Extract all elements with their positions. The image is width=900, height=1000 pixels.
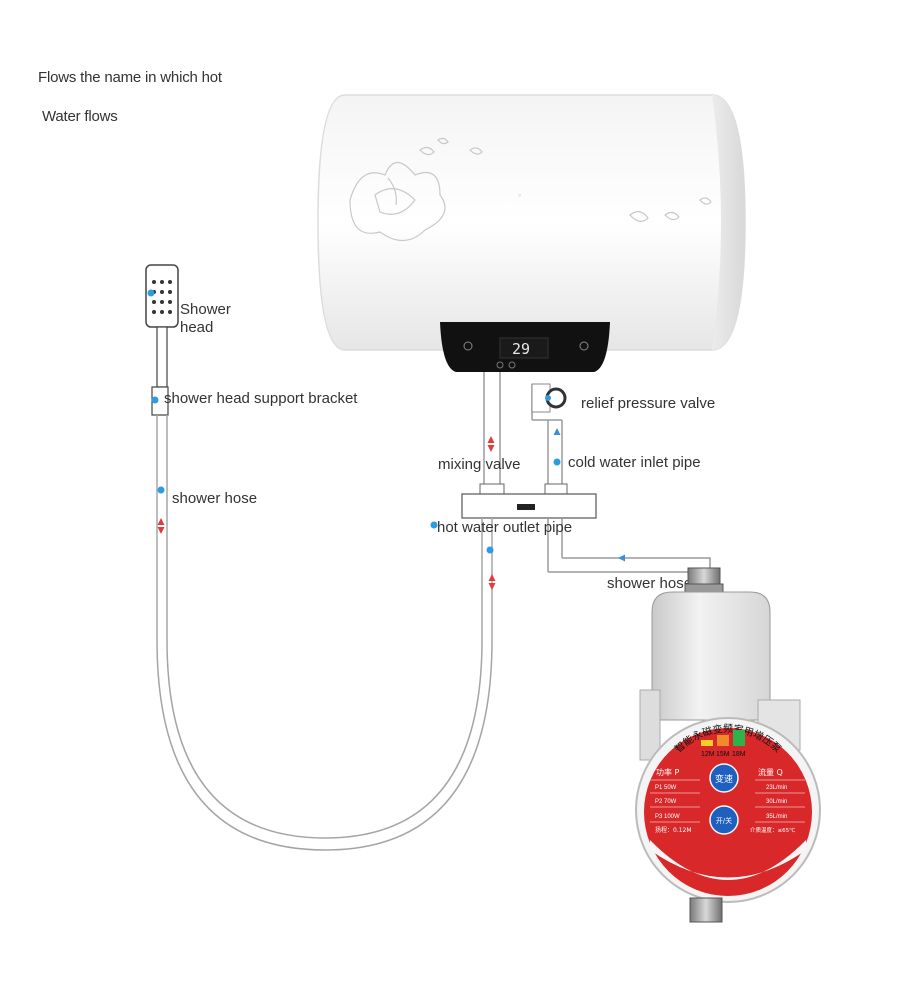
shower-hose-loop [156, 415, 493, 851]
flow-header: 流量 Q [758, 767, 783, 777]
shower-head-label-1: Shower [180, 301, 231, 318]
flower-decoration [349, 137, 712, 242]
speed-label-3: 18M [732, 751, 746, 758]
control-display [499, 337, 549, 359]
flow-row-1: 23L/min [766, 785, 787, 791]
flow-markers [147, 289, 561, 554]
control-button-icon [579, 341, 589, 351]
power-row-2: P2 70W [655, 799, 677, 805]
diagram-title-line-1: Flows the name in which hot [38, 69, 222, 86]
power-row-1: P1 50W [655, 785, 677, 791]
cold-inlet-label: cold water inlet pipe [568, 454, 701, 471]
relief-valve-label: relief pressure valve [581, 395, 715, 412]
mixing-valve-label: mixing valve [438, 456, 521, 473]
display-temperature: 29 [512, 340, 530, 358]
water-heater: ◦ 29 [317, 94, 746, 372]
speed-button[interactable] [709, 763, 739, 793]
shower-hose-label: shower hose [172, 490, 257, 507]
speed-label-1: 12M [701, 751, 715, 758]
speed-label-2: 15M [716, 751, 730, 758]
flow-row-3: 35L/min [766, 814, 787, 820]
control-button-icon [496, 361, 504, 369]
power-button[interactable] [709, 805, 739, 835]
diagram-title-line-2: Water flows [42, 108, 118, 125]
power-button-label: 开/关 [716, 816, 732, 825]
speed-button-label: 变速 [715, 773, 733, 785]
brand-logo-mark: ◦ [518, 190, 521, 200]
flow-row-2: 30L/min [766, 799, 787, 805]
hot-flow-arrows [157, 436, 496, 590]
hot-outlet-label: hot water outlet pipe [437, 519, 572, 536]
shower-bracket-label: shower head support bracket [164, 390, 358, 407]
control-button-icon [463, 341, 473, 351]
cold-flow-arrows [553, 428, 625, 562]
outlet-pipes [547, 518, 711, 573]
booster-pump: 智能永磁变频家用增压泵 12M 15M 18M 功率 P P1 50W P2 7… [635, 567, 821, 923]
mixing-valve-manifold [461, 483, 597, 519]
shower-head-label-2: head [180, 319, 213, 336]
power-row-3: P3 100W [655, 814, 680, 820]
shower-hose-right-label: shower hose [607, 575, 692, 592]
pump-temperature: 介质温度：≤65℃ [750, 826, 795, 834]
shower-head [145, 264, 179, 416]
control-button-icon [508, 361, 516, 369]
power-header: 功率 P [656, 767, 680, 777]
pump-pressure: 扬程：0.12M [655, 826, 692, 834]
